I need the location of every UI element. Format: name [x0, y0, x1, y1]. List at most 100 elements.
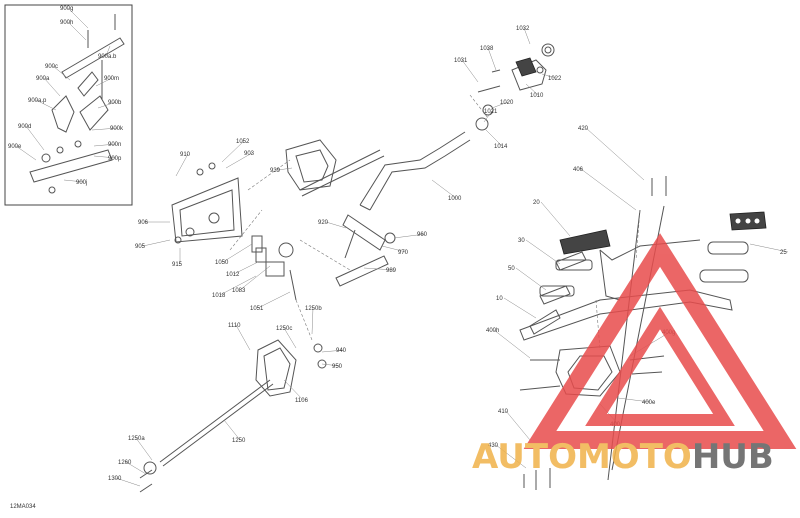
part-label: 400h: [486, 328, 499, 334]
inset-part-leader-line: [67, 7, 89, 29]
part-leader-line: [221, 140, 245, 163]
part-leader-line: [142, 239, 171, 247]
part-leader-line: [515, 267, 547, 291]
part-leader-line: [311, 307, 314, 335]
part-label: 989: [386, 268, 397, 274]
part-label: 10: [496, 296, 503, 302]
part-label: 1050: [215, 260, 229, 266]
inset-part-label: 900c: [45, 64, 58, 70]
grip-parts: [515, 57, 767, 297]
part-label: 1020: [500, 100, 514, 106]
part-leader-line: [219, 275, 257, 296]
inset-frame: [4, 4, 133, 206]
part-leader-line: [222, 243, 253, 263]
inset-part-label: 900h: [60, 20, 73, 26]
part-leader-line: [175, 153, 189, 177]
diagram-code: 12MA034: [10, 504, 36, 510]
inset-part-leader-line: [105, 45, 111, 57]
part-label: 903: [244, 151, 255, 157]
inset-part-leader-line: [91, 127, 119, 131]
inset-part-label: 900b: [108, 100, 122, 106]
part-label: 1250b: [305, 306, 322, 312]
part-leader-line: [223, 419, 241, 441]
part-leader-line: [257, 291, 291, 309]
part-leader-line: [381, 245, 407, 253]
part-label: 1021: [484, 109, 498, 115]
part-label: 400e: [642, 400, 656, 406]
part-leader-line: [321, 363, 341, 367]
part-label: 960: [417, 232, 428, 238]
part-label: 1106: [295, 398, 309, 404]
part-label: 1110: [228, 323, 241, 329]
part-label: 20: [533, 200, 540, 206]
part-label: 30: [518, 238, 525, 244]
part-leader-line: [363, 267, 395, 271]
part-leader-line: [485, 129, 503, 147]
part-label: 50: [508, 266, 515, 272]
inset-part-label: 900n: [108, 142, 121, 148]
part-label: 970: [398, 250, 409, 256]
part-leader-line: [525, 83, 539, 96]
part-label: 1032: [516, 26, 530, 32]
inset-part-label: 900d: [18, 124, 31, 130]
inset-part-label: 900m: [104, 76, 119, 82]
part-label: 420: [578, 126, 589, 132]
part-leader-line: [585, 127, 645, 181]
inset-part-leader-line: [43, 77, 61, 97]
part-leader-line: [541, 73, 557, 79]
part-leader-line: [283, 379, 304, 401]
part-label: 1300: [108, 476, 122, 482]
inset-part-label: 900a: [36, 76, 50, 82]
part-label: 939: [270, 168, 281, 174]
part-label: 1022: [548, 76, 562, 82]
part-label: 1010: [530, 93, 544, 99]
part-label: 1250a: [128, 436, 145, 442]
part-leader-line: [461, 59, 479, 83]
part-label: 1250c: [276, 326, 292, 332]
part-label: 25: [780, 250, 787, 256]
part-leader-line: [277, 167, 293, 171]
part-leader-line: [525, 239, 561, 265]
part-label: 410: [498, 409, 509, 415]
watermark-triangle: [523, 233, 797, 449]
part-label: 1014: [494, 144, 508, 150]
part-label: 905: [135, 244, 146, 250]
watermark-text-hub: HUB: [692, 437, 774, 477]
part-leader-line: [239, 265, 271, 291]
inset-part-leader-line: [67, 21, 87, 41]
inset-part-leader-line: [52, 65, 71, 81]
watermark-text-automoto: AUTOMOTO: [472, 437, 692, 477]
part-leader-line: [233, 261, 259, 275]
part-label: 950: [332, 364, 343, 370]
watermark: AUTOMOTOHUB: [472, 233, 797, 477]
inset-parts: [29, 14, 125, 194]
inset-part-label: 900k: [110, 126, 124, 132]
part-leader-line: [235, 324, 251, 351]
part-leader-line: [580, 168, 637, 211]
part-leader-line: [393, 233, 426, 239]
part-leader-line: [283, 327, 297, 349]
part-label: 1250: [232, 438, 246, 444]
inset-part-leader-line: [35, 99, 57, 111]
inset-part-leader-line: [93, 143, 117, 147]
inset-part-leader-line: [15, 145, 37, 161]
part-leader-line: [503, 297, 537, 319]
part-leader-line: [487, 47, 497, 71]
part-leader-line: [491, 101, 509, 109]
part-label: 910: [180, 152, 191, 158]
part-label: 906: [138, 220, 149, 226]
part-leader-line: [135, 437, 153, 461]
svg-text:AUTOMOTOHUB: AUTOMOTOHUB: [472, 437, 774, 477]
inset-part-leader-line: [63, 179, 85, 183]
part-label: 915: [172, 262, 183, 268]
inset-part-leader-line: [93, 155, 117, 159]
inset-part-leader-line: [95, 77, 113, 87]
part-label: 1051: [250, 306, 264, 312]
part-leader-line: [495, 444, 527, 469]
part-leader-line: [493, 329, 531, 359]
inset-part-label: 900p: [108, 156, 122, 162]
part-label: 1018: [212, 293, 226, 299]
watermark-triangle-inner: [585, 306, 735, 426]
